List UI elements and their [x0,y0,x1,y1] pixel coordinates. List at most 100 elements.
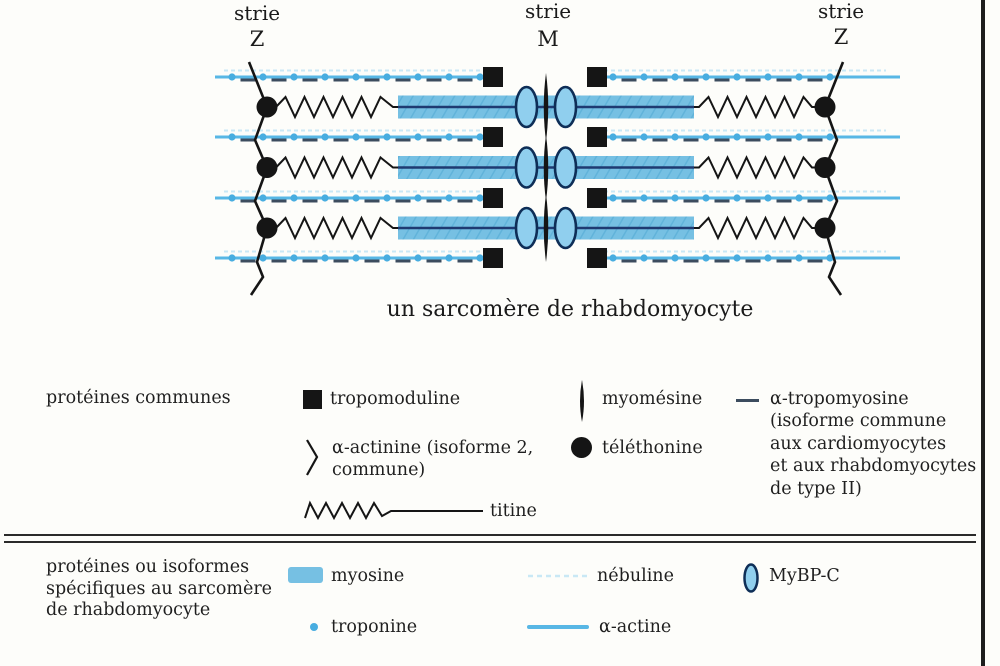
troponine-dot [414,254,422,262]
tropomyosine-dash [621,259,637,263]
alpha-tropomyosine-line2: (isoforme commune [770,411,947,432]
myosine-symbol-swatch [288,567,323,583]
troponine-dot [826,254,834,262]
tropomyosine-dash [683,78,699,82]
tropomyosine-dash [240,138,256,142]
tropomyosine-dash [714,78,730,82]
legend-specific-title-line1: protéines ou isoformes [46,557,250,577]
telethonine-circle [256,157,278,178]
troponine-dot [733,194,741,202]
troponine-dot [321,73,329,81]
telethonine-circle [814,96,836,118]
troponine-dot [795,254,803,262]
tropomyosine-dash [714,259,730,263]
troponine-dot [383,254,391,262]
nebuline-symbol-dotted-line [528,574,588,578]
troponine-dot [640,73,648,81]
troponine-dot [321,194,329,202]
telethonine-circle [256,96,278,118]
troponine-dot [259,254,267,262]
alpha-actinine-label-line1: α-actinine (isoforme 2, [332,438,534,458]
tropomyosine-dash [364,138,380,142]
troponine-dot [414,194,422,202]
troponine-dot [671,133,679,141]
legend-specific-title: protéines ou isoformes spécifiques au sa… [46,557,272,622]
troponine-dot [609,254,617,262]
troponine-dot [671,254,679,262]
troponine-dot [640,254,648,262]
titine-spring-left [270,155,399,180]
legend-specific-title-line3: de rhabdomyocyte [46,600,211,620]
alpha-tropomyosine-line5: de type II) [770,478,862,499]
troponine-dot [414,73,422,81]
legend-common-title: protéines communes [46,388,231,408]
troponine-dot [290,254,298,262]
tropomyosine-dash [333,138,349,142]
tropomyosine-dash [807,259,823,263]
troponine-dot [476,133,484,141]
strie-m-label: strie [525,0,571,23]
troponine-dot [609,194,617,202]
alpha-actinine-label-line2: commune) [332,459,426,480]
tropomyosine-dash [745,78,761,82]
myomesine-lens [543,135,549,201]
mybpc-oval [514,206,539,250]
troponine-dot [476,194,484,202]
tropomyosine-dash [302,259,318,263]
tropomyosine-dash [271,138,287,142]
strie-z-right-letter: Z [834,25,849,49]
telethonine-circle [814,217,836,239]
tropomyosine-dash [807,199,823,203]
tropomyosine-dash [364,259,380,263]
tropomyosine-dash [652,259,668,263]
mybpc-oval [553,146,578,189]
telethonine-circle [814,157,836,178]
myomesine-label: myomésine [602,389,703,409]
tropomyosine-dash [426,259,442,263]
tropomyosine-dash [271,199,287,203]
troponine-dot [259,194,267,202]
tropomyosine-dash [621,199,637,203]
tropomyosine-dash [683,199,699,203]
mybpc-oval [553,85,578,129]
tropomyosine-dash [652,78,668,82]
alpha-actinine-symbol-chevron [306,439,319,476]
tropomyosine-dash [683,138,699,142]
alpha-actine-label: α-actine [599,617,672,637]
tropomyosine-dash [714,138,730,142]
tropomoduline-square [587,188,607,208]
troponine-dot [259,133,267,141]
nebuline-label: nébuline [597,566,674,586]
troponine-dot [228,194,236,202]
tropomoduline-symbol-square [303,390,322,409]
alpha-tropomyosine-line1: α-tropomyosine [770,389,909,409]
tropomyosine-dash [302,138,318,142]
telethonine-symbol-circle [571,437,592,458]
troponine-dot [228,254,236,262]
m-line-myomesine [543,73,549,262]
tropomoduline-square [483,248,503,268]
troponine-dot [764,254,772,262]
myomesine-lens [543,73,549,141]
troponine-dot [383,194,391,202]
z-lines-layer [247,61,845,296]
strie-z-left-label: strie [234,1,280,25]
tropomyosine-dash [333,199,349,203]
troponine-dot [826,194,834,202]
tropomyosine-dash [776,78,792,82]
tropomoduline-square [587,67,607,87]
troponine-dot [228,133,236,141]
tropomoduline-square [587,127,607,147]
troponine-dot [826,133,834,141]
alpha-tropomyosine-label: α-tropomyosine (isoforme commune aux car… [770,388,976,500]
troponine-dot [702,73,710,81]
alpha-actine-symbol-line [527,625,589,629]
tropomyosine-dash [652,199,668,203]
titin-springs-layer [270,94,818,241]
mybpc-oval [514,146,539,189]
titine-spring-right [693,155,818,180]
titine-symbol-zigzag [304,500,483,521]
titine-spring-left [270,215,399,241]
tropomyosine-dash [745,259,761,263]
